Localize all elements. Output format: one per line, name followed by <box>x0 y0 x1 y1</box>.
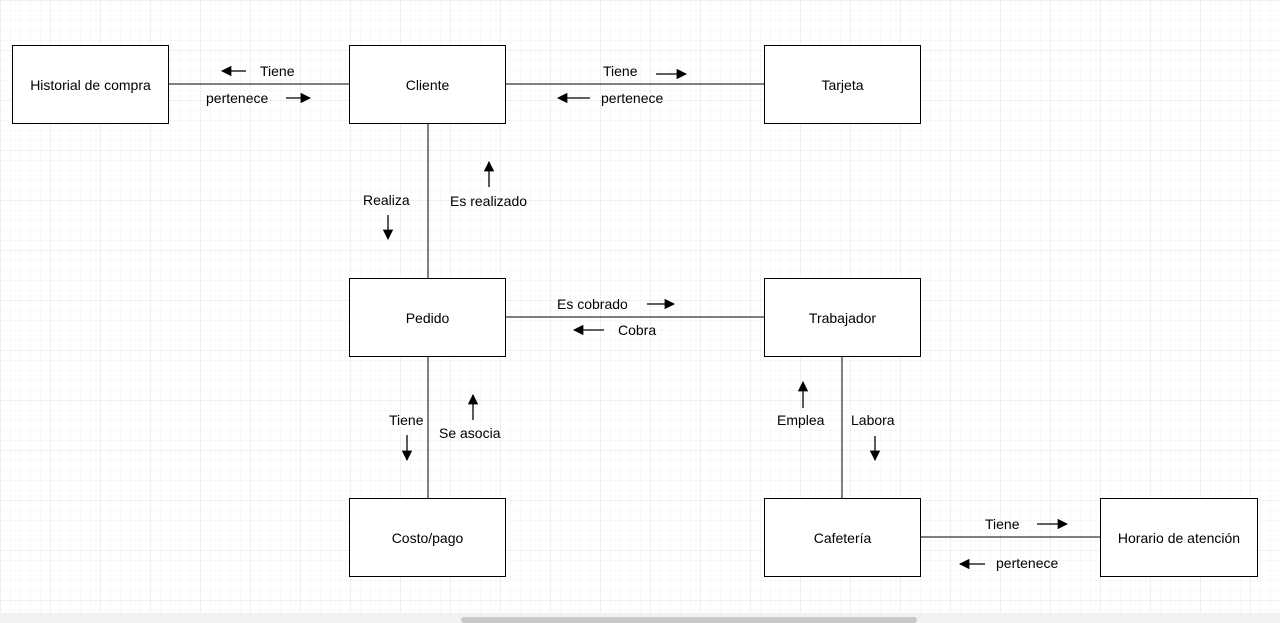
entity-trabajador[interactable]: Trabajador <box>764 278 921 357</box>
relation-label: Cobra <box>618 322 657 338</box>
relation-label: Emplea <box>777 412 825 428</box>
relation-label: pertenece <box>996 555 1059 571</box>
relation-label: Tiene <box>603 63 638 79</box>
relation-label: Tiene <box>389 412 424 428</box>
entity-historial-de-compra[interactable]: Historial de compra <box>12 45 169 124</box>
entity-cafeteria[interactable]: Cafetería <box>764 498 921 577</box>
relation-label: Es realizado <box>450 193 528 209</box>
relation-label: Se asocia <box>439 425 501 441</box>
entity-horario-de-atencion[interactable]: Horario de atención <box>1100 498 1258 577</box>
entity-cliente[interactable]: Cliente <box>349 45 506 124</box>
relation-label: Tiene <box>985 516 1020 532</box>
entity-tarjeta[interactable]: Tarjeta <box>764 45 921 124</box>
entity-costo-pago[interactable]: Costo/pago <box>349 498 506 577</box>
relation-label: Realiza <box>363 192 410 208</box>
relation-label: pertenece <box>206 90 269 106</box>
relation-label: pertenece <box>601 90 664 106</box>
entity-pedido[interactable]: Pedido <box>349 278 506 357</box>
relation-label: Tiene <box>260 63 295 79</box>
scrollbar-thumb[interactable] <box>461 617 917 623</box>
relation-label: Es cobrado <box>557 296 628 312</box>
relation-label: Labora <box>851 412 895 428</box>
